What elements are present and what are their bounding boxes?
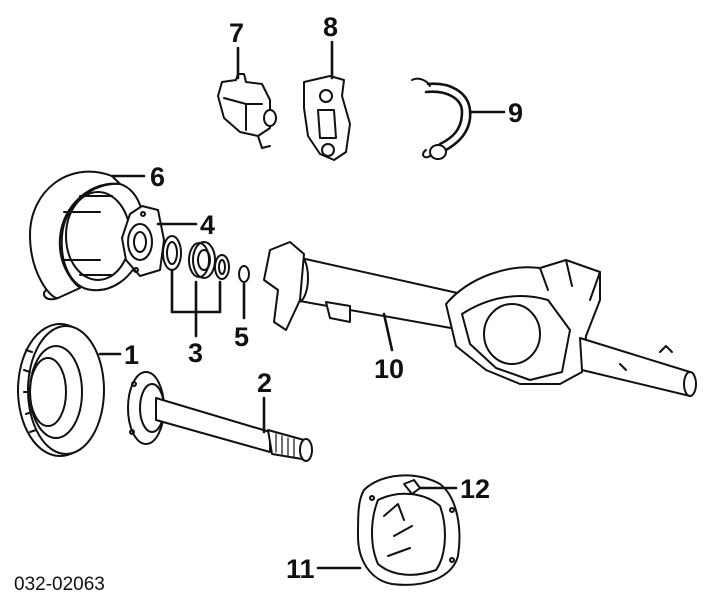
brake-caliper-part [217,73,277,149]
callout-11: 11 [286,554,315,584]
callout-10: 10 [374,354,404,384]
caliper-bracket-part [303,75,351,161]
callout-4: 4 [200,210,215,240]
callout-2: 2 [257,368,272,398]
callout-12: 12 [460,474,490,504]
retaining-ring-part [238,265,250,283]
callout-9: 9 [508,98,523,128]
leader-10 [382,312,394,352]
brake-hose-part [411,77,472,160]
callout-6: 6 [150,162,165,192]
callout-8: 8 [323,12,338,42]
bearing-seal-set-part [162,235,230,280]
axle-shaft-part [127,371,313,462]
differential-cover-part [357,474,461,586]
callout-7: 7 [229,18,244,48]
figure-code: 032-02063 [14,574,105,595]
brake-rotor-part [17,323,105,457]
callout-5: 5 [234,322,249,352]
backing-plate-part [29,170,145,301]
leader-lines [98,40,506,570]
callout-1: 1 [124,340,139,370]
axle-housing-part [263,241,697,397]
callout-3: 3 [188,338,203,368]
leader-3 [170,268,222,338]
retainer-plate-part [121,205,165,277]
